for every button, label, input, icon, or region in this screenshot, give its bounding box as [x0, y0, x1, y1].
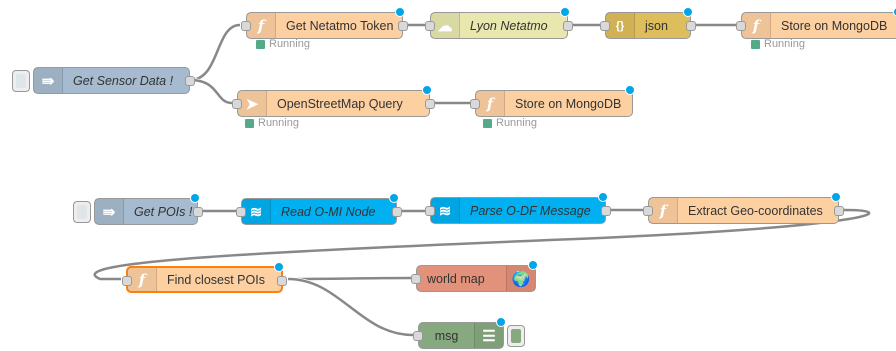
output-port[interactable]: [834, 206, 844, 216]
changed-indicator: [683, 7, 693, 17]
input-port[interactable]: [425, 21, 435, 31]
json-node[interactable]: {} json: [600, 7, 696, 39]
output-port[interactable]: [425, 99, 435, 109]
node-label: Get Netatmo Token: [286, 18, 394, 33]
globe-icon: 🌍: [506, 266, 535, 291]
wire-extract-to-find[interactable]: [93, 208, 871, 281]
node-label: Lyon Netatmo: [470, 18, 548, 33]
changed-indicator: [528, 260, 538, 270]
cloud-icon: ☁: [431, 13, 460, 38]
node-label: Get POIs !: [134, 204, 193, 219]
changed-indicator: [395, 7, 405, 17]
debug-toggle-button[interactable]: [507, 325, 525, 347]
input-port[interactable]: [425, 206, 435, 216]
store-mongodb-node-2[interactable]: f Store on MongoDB: [470, 85, 635, 117]
changed-indicator: [560, 7, 570, 17]
inject-button[interactable]: [12, 70, 30, 92]
output-port[interactable]: [277, 276, 287, 286]
status-text: Running: [269, 38, 310, 50]
function-icon: f: [476, 91, 505, 116]
function-icon: f: [742, 13, 771, 38]
status-running: Running: [256, 38, 310, 50]
input-port[interactable]: [122, 276, 132, 286]
wifi-icon: ≋: [431, 198, 460, 223]
node-label: Extract Geo-coordinates: [688, 203, 823, 218]
changed-indicator: [190, 193, 200, 203]
output-port[interactable]: [601, 206, 611, 216]
get-sensor-data-node[interactable]: ⇛ Get Sensor Data !: [12, 67, 195, 94]
status-running: Running: [245, 117, 299, 129]
wire-find-to-msg[interactable]: [287, 277, 414, 337]
wire-find-to-worldmap[interactable]: [287, 276, 412, 281]
input-port[interactable]: [232, 99, 242, 109]
output-port[interactable]: [398, 21, 408, 31]
get-netatmo-token-node[interactable]: f Get Netatmo Token: [241, 7, 408, 39]
node-label: world map: [427, 271, 485, 286]
status-dot-icon: [245, 118, 254, 128]
output-port[interactable]: [686, 21, 696, 31]
changed-indicator: [598, 192, 608, 202]
status-dot-icon: [751, 39, 760, 49]
input-port[interactable]: [736, 21, 746, 31]
status-text: Running: [258, 117, 299, 129]
changed-indicator: [389, 193, 399, 203]
wifi-icon: ≋: [242, 199, 271, 224]
list-icon: ☰: [474, 323, 503, 348]
braces-icon: {}: [606, 13, 635, 38]
input-port[interactable]: [413, 331, 423, 341]
store-mongodb-node-1[interactable]: f Store on MongoDB: [736, 7, 896, 39]
world-map-node[interactable]: world map 🌍: [411, 260, 538, 292]
parse-odf-node[interactable]: ≋ Parse O-DF Message: [425, 192, 611, 224]
msg-debug-node[interactable]: msg ☰: [413, 317, 525, 349]
node-label: json: [645, 18, 668, 33]
lyon-netatmo-node[interactable]: ☁ Lyon Netatmo: [425, 7, 573, 39]
output-port[interactable]: [392, 207, 402, 217]
status-running: Running: [751, 38, 805, 50]
wire-sensor-to-token[interactable]: [189, 23, 241, 82]
input-port[interactable]: [600, 21, 610, 31]
function-icon: f: [247, 13, 276, 38]
input-port[interactable]: [236, 207, 246, 217]
output-port[interactable]: [563, 21, 573, 31]
status-dot-icon: [256, 39, 265, 49]
changed-indicator: [422, 85, 432, 95]
function-icon: f: [649, 198, 678, 223]
arrow-icon: ➤: [238, 91, 267, 116]
status-text: Running: [496, 117, 537, 129]
node-label: OpenStreetMap Query: [277, 96, 403, 111]
node-label: Store on MongoDB: [515, 96, 622, 111]
status-running: Running: [483, 117, 537, 129]
inject-arrows-icon: ⇛: [34, 68, 63, 93]
inject-arrows-icon: ⇛: [95, 199, 124, 224]
wire-sensor-to-osm[interactable]: [189, 78, 233, 105]
input-port[interactable]: [470, 99, 480, 109]
input-port[interactable]: [643, 206, 653, 216]
output-port[interactable]: [193, 207, 203, 217]
changed-indicator: [496, 317, 506, 327]
changed-indicator: [831, 192, 841, 202]
node-label: Find closest POIs: [167, 272, 265, 287]
get-pois-node[interactable]: ⇛ Get POIs !: [73, 193, 203, 225]
status-text: Running: [764, 38, 805, 50]
output-port[interactable]: [185, 76, 195, 86]
changed-indicator: [274, 262, 284, 272]
node-label: msg: [434, 328, 459, 343]
node-label: Get Sensor Data !: [73, 73, 174, 88]
read-omi-node[interactable]: ≋ Read O-MI Node: [236, 193, 402, 225]
inject-button[interactable]: [73, 201, 91, 223]
status-dot-icon: [483, 118, 492, 128]
node-label: Store on MongoDB: [781, 18, 888, 33]
node-label: Parse O-DF Message: [470, 203, 591, 218]
extract-geo-node[interactable]: f Extract Geo-coordinates: [643, 192, 844, 224]
find-closest-pois-node[interactable]: f Find closest POIs: [122, 262, 287, 293]
changed-indicator: [625, 85, 635, 95]
function-icon: f: [128, 268, 157, 291]
input-port[interactable]: [241, 21, 251, 31]
node-label: Read O-MI Node: [281, 204, 376, 219]
openstreetmap-query-node[interactable]: ➤ OpenStreetMap Query: [232, 85, 435, 117]
input-port[interactable]: [411, 274, 421, 284]
